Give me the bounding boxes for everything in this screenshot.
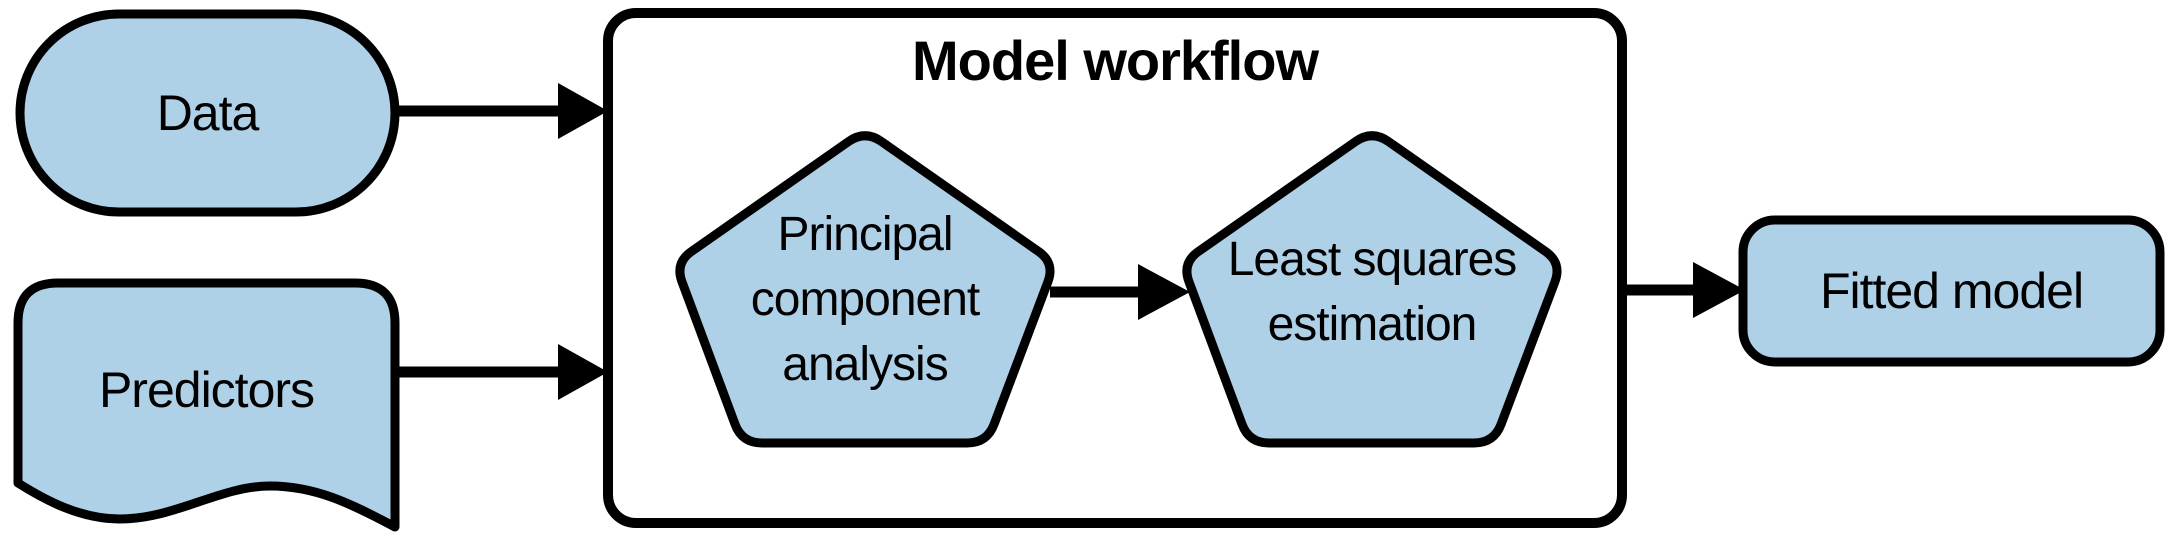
edge-workflow-to-fitted bbox=[1622, 262, 1745, 318]
lse-node-label: Least squares estimation bbox=[1227, 232, 1518, 351]
edge-data-to-workflow bbox=[394, 83, 608, 139]
fitted-model-node-label: Fitted model bbox=[1819, 262, 2084, 319]
arrowhead-icon bbox=[558, 344, 608, 400]
predictors-node-label: Predictors bbox=[98, 362, 315, 418]
pca-node-label: Principal component analysis bbox=[750, 208, 981, 391]
workflow-container-title: Model workflow bbox=[912, 29, 1319, 92]
arrowhead-icon bbox=[558, 83, 608, 139]
arrowhead-icon bbox=[1693, 262, 1745, 318]
edge-pca-to-lse bbox=[1050, 264, 1190, 320]
edge-predictors-to-workflow bbox=[393, 344, 608, 400]
data-node-label: Data bbox=[156, 84, 260, 141]
pca-node-shape bbox=[675, 131, 1055, 448]
lse-node-shape bbox=[1182, 131, 1562, 448]
predictors-node-shape bbox=[13, 278, 400, 532]
arrowhead-icon bbox=[1138, 264, 1190, 320]
